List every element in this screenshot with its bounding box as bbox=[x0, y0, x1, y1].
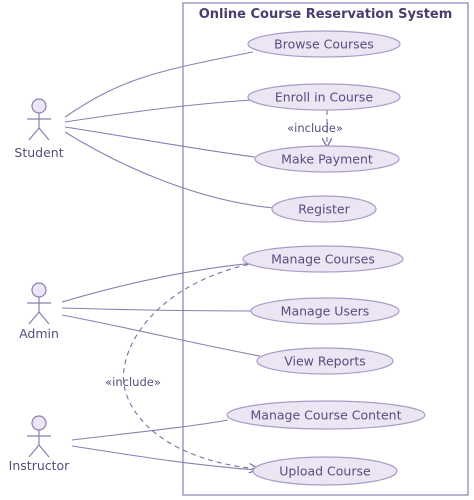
use-case-ellipse[interactable] bbox=[271, 195, 377, 223]
association-instructor-upload bbox=[71, 445, 258, 471]
use-case-view-reports[interactable]: View Reports bbox=[256, 347, 394, 375]
use-case-register[interactable]: Register bbox=[271, 195, 377, 223]
include-label-manage-upload: «include» bbox=[105, 375, 161, 389]
use-case-ellipse[interactable] bbox=[256, 347, 394, 375]
use-case-ellipse[interactable] bbox=[250, 297, 400, 325]
actor-student[interactable] bbox=[27, 98, 51, 141]
actor-leg-left bbox=[28, 127, 40, 141]
actor-label-instructor: Instructor bbox=[9, 458, 71, 473]
actor-leg-left bbox=[28, 311, 40, 325]
association-admin-manage-users bbox=[61, 307, 256, 312]
use-case-make-payment[interactable]: Make Payment bbox=[254, 145, 400, 173]
include-relations bbox=[122, 110, 327, 469]
actor-head bbox=[31, 98, 47, 114]
association-admin-manage-courses bbox=[61, 261, 267, 303]
use-case-label: View Reports bbox=[284, 354, 366, 369]
actor-head bbox=[31, 282, 47, 298]
system-title: Online Course Reservation System bbox=[199, 7, 453, 22]
use-case-ellipse[interactable] bbox=[242, 245, 404, 273]
association-student-browse bbox=[64, 51, 254, 118]
use-case-upload-course[interactable]: Upload Course bbox=[252, 456, 398, 486]
association-instructor-content bbox=[71, 419, 229, 441]
use-case-label: Enroll in Course bbox=[275, 90, 374, 105]
use-case-label: Browse Courses bbox=[274, 37, 374, 52]
association-admin-reports bbox=[61, 314, 261, 357]
use-case-browse-courses[interactable]: Browse Courses bbox=[247, 30, 401, 58]
use-case-ellipse[interactable] bbox=[252, 456, 398, 486]
actor-leg-right bbox=[38, 127, 50, 141]
use-case-label: Manage Course Content bbox=[251, 408, 402, 423]
association-student-register bbox=[64, 131, 275, 209]
use-case-ellipse[interactable] bbox=[254, 145, 400, 173]
system-boundary bbox=[182, 2, 469, 496]
actor-label-admin: Admin bbox=[19, 326, 59, 341]
use-case-label: Register bbox=[298, 202, 350, 217]
actor-leg-right bbox=[38, 444, 50, 458]
association-student-payment bbox=[64, 126, 256, 158]
use-case-label: Manage Users bbox=[281, 304, 370, 319]
use-case-ellipse[interactable] bbox=[247, 83, 401, 111]
use-case-manage-courses[interactable]: Manage Courses bbox=[242, 245, 404, 273]
use-case-label: Manage Courses bbox=[271, 252, 375, 267]
actor-admin[interactable] bbox=[27, 282, 51, 325]
actor-head bbox=[31, 415, 47, 431]
use-case-manage-course-content[interactable]: Manage Course Content bbox=[226, 400, 426, 430]
include-manage-courses-upload bbox=[122, 260, 267, 469]
actor-label-student: Student bbox=[14, 145, 63, 160]
include-label-enroll-payment: «include» bbox=[287, 121, 343, 135]
actor-leg-right bbox=[38, 311, 50, 325]
actor-leg-left bbox=[28, 444, 40, 458]
use-case-manage-users[interactable]: Manage Users bbox=[250, 297, 400, 325]
use-case-enroll-in-course[interactable]: Enroll in Course bbox=[247, 83, 401, 111]
actor-instructor[interactable] bbox=[27, 415, 51, 458]
associations bbox=[61, 51, 275, 471]
use-case-label: Upload Course bbox=[279, 464, 371, 479]
use-case-ellipse[interactable] bbox=[226, 400, 426, 430]
use-case-label: Make Payment bbox=[281, 152, 373, 167]
use-case-ellipse[interactable] bbox=[247, 30, 401, 58]
association-student-enroll bbox=[64, 99, 254, 123]
